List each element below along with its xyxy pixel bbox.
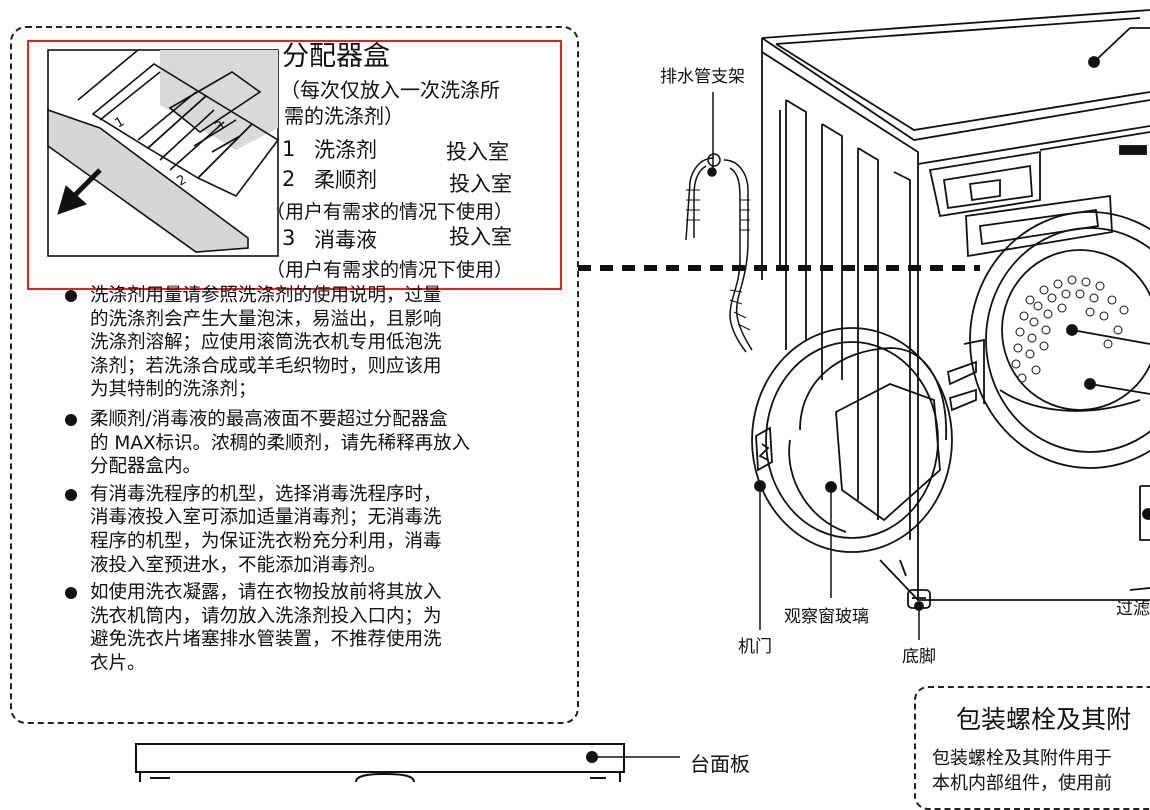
item2-note: （用户有需求的情况下使用） [266, 201, 514, 223]
label-countertop: 台面板 [690, 752, 750, 776]
washing-machine [751, 9, 1150, 611]
item3-note: （用户有需求的情况下使用） [266, 259, 514, 281]
dispenser-subtitle-line1: （每次仅放入一次洗涤所 [280, 78, 500, 102]
bullet-icon [65, 413, 77, 426]
note-item: 如使用洗衣凝露，请在衣物投放前将其放入 洗衣机筒内，请勿放入洗涤剂投入口内；为 … [62, 581, 537, 675]
item2-number: 2 [282, 167, 296, 191]
note-item: 洗涤剂用量请参照洗涤剂的使用说明，过量 的洗涤剂会产生大量泡沫，易溢出，且影响 … [62, 284, 537, 402]
bullet-icon [65, 290, 77, 302]
label-drain-bracket: 排水管支架 [660, 67, 745, 87]
bullet-icon [65, 587, 77, 600]
notes-dashed-box [10, 26, 579, 724]
item3-number: 3 [282, 226, 296, 250]
packaging-title: 包装螺栓及其附 [956, 705, 1132, 734]
packaging-line2: 本机内部组件，使用前 [932, 773, 1112, 794]
item1-name: 洗涤剂 [314, 138, 377, 162]
item2-name: 柔顺剂 [314, 168, 377, 192]
item3-name: 消毒液 [314, 228, 377, 252]
drain-hose [685, 153, 753, 353]
label-foot: 底脚 [902, 647, 936, 667]
item2-suffix: 投入室 [449, 172, 512, 196]
dispenser-subtitle-line2: 需的洗涤剂） [284, 104, 404, 128]
dispenser-illustration: 1 2 3 [47, 49, 280, 257]
label-filter: 过滤 [1116, 599, 1150, 619]
item1-number: 1 [282, 137, 296, 161]
note-item: 柔顺剂/消毒液的最高液面不要超过分配器盒 的 MAX标识。浓稠的柔顺剂，请先稀释… [62, 408, 537, 479]
dispenser-title: 分配器盒 [282, 41, 390, 72]
illustration-canvas: 1 2 3 [47, 9, 1150, 782]
label-window-glass: 观察窗玻璃 [784, 607, 869, 627]
countertop-illustration [135, 743, 680, 782]
bullet-icon [65, 488, 77, 501]
note-item: 有消毒洗程序的机型，选择消毒洗程序时， 消毒液投入室可添加适量消毒剂；无消毒洗 … [62, 483, 537, 577]
pull-arrow-icon [57, 168, 102, 215]
packaging-line1: 包装螺栓及其附件用于 [932, 748, 1112, 769]
notes-list: 洗涤剂用量请参照洗涤剂的使用说明，过量 的洗涤剂会产生大量泡沫，易溢出，且影响 … [62, 284, 537, 676]
dispenser-highlight-box [27, 40, 562, 290]
label-door: 机门 [738, 637, 772, 657]
item1-suffix: 投入室 [446, 140, 509, 164]
callout-leaders [759, 486, 920, 640]
item3-suffix: 投入室 [449, 225, 512, 249]
